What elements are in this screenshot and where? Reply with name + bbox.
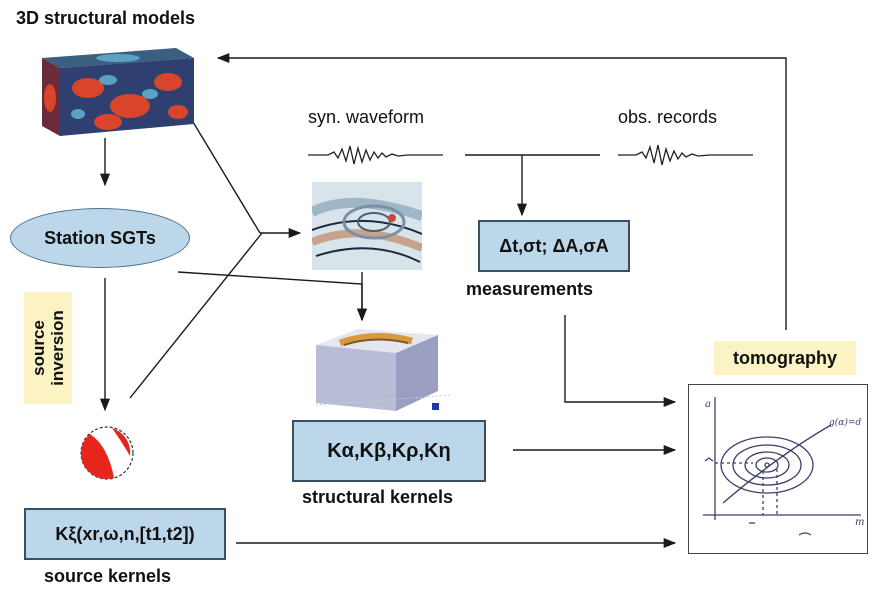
tomography-label: tomography [732,347,837,368]
tomography-sketch: g(α)=d a m [703,397,864,536]
measurements-formula: Δt,σt; ΔA,σA [499,235,609,256]
measurements-label: measurements [466,279,594,299]
source-kernels-formula: Kξ(xr,ω,n,[t1,t2]) [55,523,195,544]
wedge-kernel-image [315,329,453,411]
feedback-arrow [216,52,787,330]
obs-records-trace [618,144,753,166]
source-kernels-box: Kξ(xr,ω,n,[t1,t2]) [24,508,226,560]
plot-annotation: g(α)=d [829,417,861,428]
model-to-kernel-line [186,111,261,234]
beachball-to-kernel-line [129,232,263,399]
block-model-image [42,48,194,136]
source-inversion-tag: source inversion [24,292,72,404]
models-title: 3D structural models [16,8,196,28]
tomography-panel: g(α)=d a m [688,384,868,554]
source-inversion-label: source inversion [29,310,67,386]
sensitivity-kernel-image [312,182,422,270]
tomography-tag: tomography [714,341,856,375]
station-sgts-node: Station SGTs [10,208,190,268]
structural-kernels-box: Kα,Kβ,Kρ,Kη [292,420,486,482]
measurements-box: Δt,σt; ΔA,σA [478,220,630,272]
syn-waveform-trace [308,145,443,165]
structural-kernels-formula: Kα,Kβ,Kρ,Kη [327,439,451,462]
structural-kernels-label: structural kernels [302,487,454,507]
obs-records-label: obs. records [618,107,718,127]
sgts-to-structural-arrow [177,271,368,322]
station-sgts-label: Station SGTs [44,227,156,248]
beachball-icon [80,426,134,480]
svg-text:a: a [705,399,711,410]
measurements-to-tomo-arrow [564,315,677,408]
source-kernels-label: source kernels [44,566,172,586]
svg-text:m: m [855,517,864,528]
syn-waveform-label: syn. waveform [308,107,425,127]
